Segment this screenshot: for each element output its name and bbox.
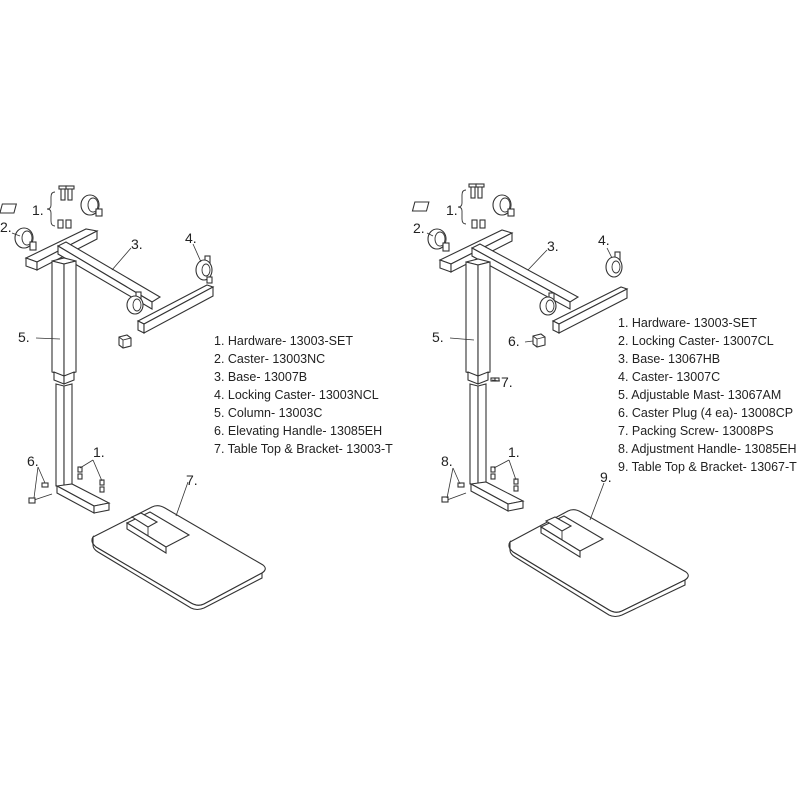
right-callout-9: 9.	[600, 469, 612, 485]
left-callout-2: 2.	[0, 219, 12, 235]
right-legend: 1. Hardware- 13003-SET 2. Locking Caster…	[618, 316, 797, 474]
right-legend-item: 2. Locking Caster- 13007CL	[618, 334, 774, 348]
right-callout-6: 6.	[508, 333, 520, 349]
right-callout-2: 2.	[413, 220, 425, 236]
right-callout-5: 5.	[432, 329, 444, 345]
right-table-top	[508, 509, 689, 618]
left-legend-item: 7. Table Top & Bracket- 13003-T	[214, 442, 393, 456]
left-column	[51, 257, 111, 514]
right-callout-8: 8.	[441, 453, 453, 469]
left-caster	[14, 227, 37, 251]
right-caster	[605, 251, 623, 278]
left-legend-item: 6. Elevating Handle- 13085EH	[214, 424, 382, 438]
right-packing-screw	[490, 377, 500, 382]
right-locking-caster	[427, 228, 450, 252]
left-leaders	[11, 232, 202, 517]
right-under-caster	[539, 292, 557, 316]
left-base-frame	[24, 228, 215, 334]
left-callout-7: 7.	[186, 472, 198, 488]
right-leaders	[426, 232, 613, 521]
right-assembly: 1. 2. 3. 4. 5. 6. 7. 8. 1. 9.	[411, 183, 689, 618]
left-callout-4: 4.	[185, 230, 197, 246]
left-callout-6: 6.	[27, 453, 39, 469]
left-callout-5: 5.	[18, 329, 30, 345]
right-top-caster	[492, 194, 515, 217]
right-callout-3: 3.	[547, 238, 559, 254]
right-legend-item: 9. Table Top & Bracket- 13067-T	[618, 460, 797, 474]
right-legend-item: 6. Caster Plug (4 ea)- 13008CP	[618, 406, 793, 420]
right-legend-item: 7. Packing Screw- 13008PS	[618, 424, 774, 438]
right-callout-7: 7.	[501, 374, 513, 390]
right-legend-item: 8. Adjustment Handle- 13085EH	[618, 442, 797, 456]
right-callout-1: 1.	[446, 202, 458, 218]
right-caster-plug	[532, 333, 546, 348]
right-callout-4: 4.	[598, 232, 610, 248]
left-locking-caster	[195, 255, 213, 284]
left-callout-1: 1.	[32, 202, 44, 218]
right-legend-item: 4. Caster- 13007C	[618, 370, 720, 384]
right-hardware-set	[411, 183, 486, 229]
right-legend-item: 3. Base- 13067HB	[618, 352, 720, 366]
left-legend-item: 2. Caster- 13003NC	[214, 352, 325, 366]
left-assembly: 1. 2. 3. 4. 5. 6. 1. 7.	[0, 185, 266, 611]
right-legend-item: 1. Hardware- 13003-SET	[618, 316, 757, 330]
left-legend-item: 4. Locking Caster- 13003NCL	[214, 388, 379, 402]
right-hardware-bolts	[441, 466, 519, 503]
left-legend-item: 1. Hardware- 13003-SET	[214, 334, 353, 348]
left-legend-item: 3. Base- 13007B	[214, 370, 307, 384]
left-under-caster	[126, 291, 144, 315]
left-legend: 1. Hardware- 13003-SET 2. Caster- 13003N…	[214, 334, 393, 456]
left-legend-item: 5. Column- 13003C	[214, 406, 322, 420]
left-hardware-bolts	[28, 466, 105, 504]
right-callout-1b: 1.	[508, 444, 520, 460]
left-plug	[118, 334, 132, 349]
right-adjustable-mast	[465, 258, 525, 512]
left-top-caster	[80, 194, 103, 217]
left-hardware-set	[0, 185, 75, 229]
left-table-top	[91, 505, 266, 611]
right-legend-item: 5. Adjustable Mast- 13067AM	[618, 388, 781, 402]
left-callout-1b: 1.	[93, 444, 105, 460]
left-callout-3: 3.	[131, 236, 143, 252]
